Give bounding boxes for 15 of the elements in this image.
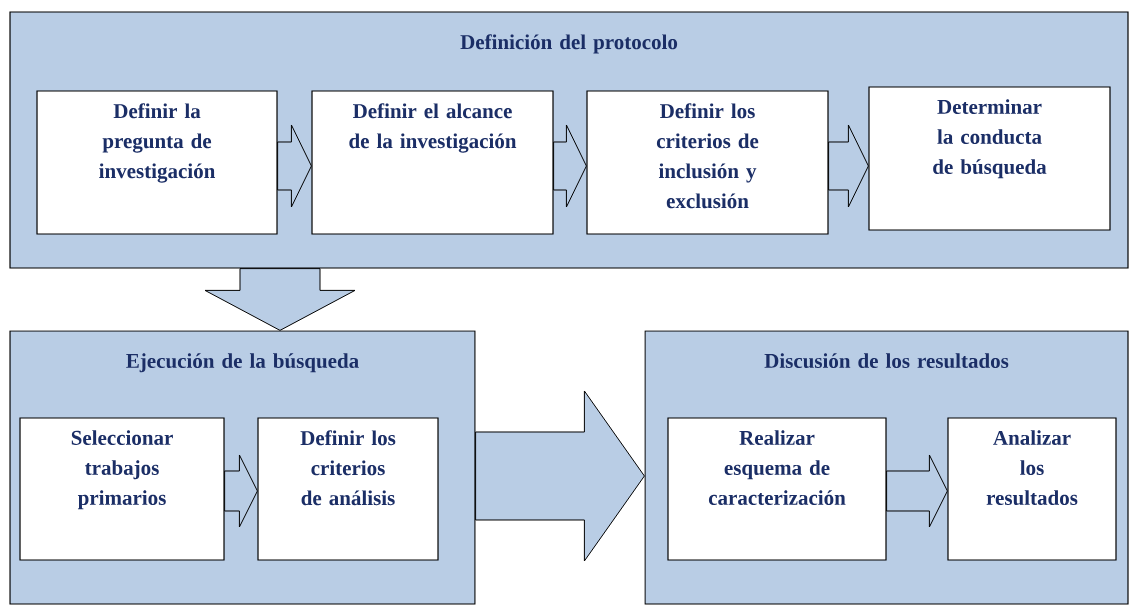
process-box: Definir los criterios de análisis [257, 417, 439, 561]
block-arrow [277, 124, 312, 208]
process-box: Determinar la conducta de búsqueda [868, 86, 1111, 231]
process-box: Seleccionar trabajos primarios [19, 417, 225, 561]
process-box: Analizar los resultados [947, 417, 1117, 561]
process-box: Realizar esquema de caracterización [667, 417, 887, 561]
block-arrow [475, 390, 645, 562]
block-arrow [828, 124, 869, 208]
process-box: Definir la pregunta de investigación [36, 90, 278, 235]
process-box: Definir el alcance de la investigación [311, 90, 554, 235]
block-arrow [886, 454, 948, 528]
block-arrow [204, 268, 356, 331]
process-box: Definir los criterios de inclusión y exclusión [586, 90, 829, 235]
block-arrow [553, 124, 587, 208]
block-arrow [224, 454, 258, 528]
